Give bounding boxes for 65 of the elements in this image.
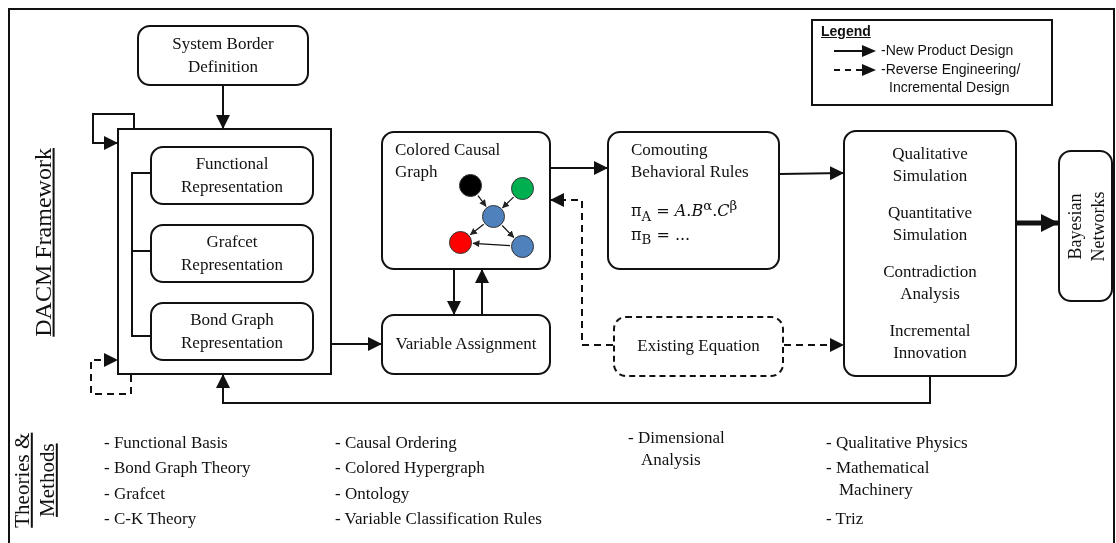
node-text: Colored Causal Graph (395, 139, 502, 184)
arrow (216, 85, 230, 129)
node-text: Comouting Behavioral Rules (631, 139, 750, 184)
method-list-item: - Bond Graph Theory (104, 457, 251, 479)
node-text: Quantitative Simulation (887, 202, 973, 247)
node-text: Existing Equation (637, 335, 760, 358)
method-list-item: - Grafcet (104, 483, 165, 505)
arrow (469, 223, 485, 236)
node-text: Bond Graph Representation (180, 309, 284, 354)
method-list-item: - C-K Theory (104, 508, 197, 530)
node-text: System Border Definition (171, 33, 275, 78)
arrow (216, 374, 931, 404)
arrow (90, 353, 132, 395)
method-list-item: - Mathematical Machinery (826, 457, 931, 502)
node-text: π$_{B}$ = ... (631, 225, 691, 249)
arrow (501, 196, 515, 209)
section-title: Theories & Methods (9, 431, 60, 530)
legend-title: Legend (821, 22, 871, 41)
arrow (477, 194, 487, 208)
section-title: DACM Framework (28, 147, 57, 339)
legend-text: -Reverse Engineering/ Incremental Design (881, 60, 1022, 97)
node-text: Incremental Innovation (888, 319, 972, 364)
method-list-item: - Colored Hypergraph (335, 457, 485, 479)
process-box (613, 316, 784, 377)
arrow (550, 193, 614, 346)
container-box (117, 128, 332, 375)
legend-text: -New Product Design (881, 41, 1015, 60)
method-list-item: - Causal Ordering (335, 432, 457, 454)
arrow (783, 338, 844, 352)
graph-node-circle (482, 205, 505, 228)
arrow (501, 224, 515, 239)
arrow (447, 269, 461, 315)
node-text: Bayesian Networks (1063, 190, 1108, 264)
arrow (779, 166, 844, 181)
arrow (331, 337, 382, 351)
method-list-item: - Functional Basis (104, 432, 228, 454)
method-list-item: - Variable Classification Rules (335, 508, 542, 530)
arrow (92, 113, 135, 150)
process-box (1058, 150, 1113, 302)
method-list-item: - Ontology (335, 483, 410, 505)
process-box (150, 146, 314, 205)
node-text: Qualitative Simulation (891, 143, 969, 188)
arrow (550, 161, 608, 175)
arrow (1017, 214, 1059, 232)
process-box (843, 130, 1017, 377)
node-text: π$_{A}$ = A.B$^{α}$.C$^{β}$ (631, 197, 738, 225)
process-box (137, 25, 309, 86)
graph-node-circle (511, 235, 534, 258)
graph-node-circle (511, 177, 534, 200)
node-text: Grafcet Representation (180, 231, 284, 276)
process-box (381, 131, 551, 270)
process-box (381, 314, 551, 375)
process-box (150, 302, 314, 361)
node-text: Contradiction Analysis (882, 260, 978, 305)
arrow (475, 269, 489, 315)
graph-node-circle (449, 231, 472, 254)
node-text: Variable Assignment (395, 333, 537, 356)
process-box (607, 131, 780, 270)
process-box (150, 224, 314, 283)
arrow (472, 240, 511, 248)
method-list-item: - Dimensional Analysis (628, 427, 726, 472)
method-list-item: - Triz (826, 508, 864, 530)
node-text: Functional Representation (180, 153, 284, 198)
method-list-item: - Qualitative Physics (826, 432, 968, 454)
graph-node-circle (459, 174, 482, 197)
